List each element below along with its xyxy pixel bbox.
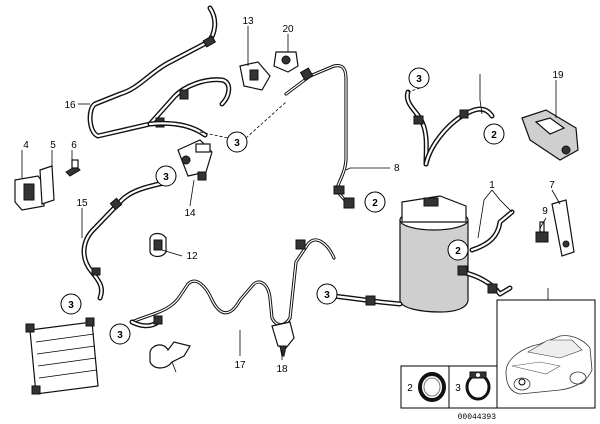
callout-c9: 2 (447, 239, 469, 261)
part-label-4: 4 (23, 140, 29, 151)
diagram-id: 00044393 (458, 413, 497, 422)
callout-number: 2 (491, 130, 497, 141)
hose-assembly-14 (87, 5, 232, 139)
bracket-4 (14, 175, 45, 211)
callout-number: 3 (234, 138, 240, 149)
callout-c8: 2 (483, 123, 505, 145)
vehicle-thumbnail (496, 288, 596, 409)
valve-12 (177, 139, 213, 181)
part-label-9: 9 (542, 206, 548, 217)
pipe-15 (129, 238, 403, 329)
callout-c7: 2 (364, 191, 386, 213)
part-label-6: 6 (71, 140, 77, 151)
part-label-15: 17 (234, 360, 246, 371)
callout-number: 2 (455, 246, 461, 257)
part-label-11: 13 (242, 16, 254, 27)
legend-item-3-number: 3 (455, 383, 461, 394)
hose-20 (404, 89, 495, 167)
part-label-18: 20 (282, 24, 294, 35)
callout-number: 3 (324, 290, 330, 301)
part-label-17: 19 (552, 70, 564, 81)
oil-cooler (25, 317, 99, 395)
callout-number: 2 (372, 198, 378, 209)
callout-c2: 3 (155, 165, 177, 187)
nut-18 (273, 51, 299, 73)
leader-lines (21, 26, 561, 373)
clip-5 (39, 165, 55, 205)
callout-c6: 3 (316, 283, 338, 305)
clamp-10 (149, 232, 167, 258)
o-ring-icon (418, 372, 446, 402)
part-label-8: 8 (394, 163, 400, 174)
dashed-ref-2 (245, 101, 287, 139)
dashed-ref-3 (407, 87, 421, 93)
part-label-5: 5 (50, 140, 56, 151)
hose-13 (81, 179, 171, 301)
part-label-10: 12 (186, 251, 198, 262)
part-label-14: 16 (64, 100, 76, 111)
bracket-7 (551, 199, 575, 257)
part-label-13: 15 (76, 198, 88, 209)
callout-c4: 3 (60, 293, 82, 315)
pump-17 (521, 109, 579, 161)
bolt-9 (535, 221, 549, 243)
bracket-11 (239, 61, 271, 91)
bracket-19 (149, 341, 191, 369)
clip-16 (271, 321, 295, 357)
legend-item-2-number: 2 (407, 383, 413, 394)
callout-c1: 3 (226, 131, 248, 153)
car-icon (505, 335, 593, 395)
callout-number: 3 (68, 300, 74, 311)
pipe-8 (284, 64, 355, 209)
legend-box: 2 3 (400, 365, 498, 409)
part-label-1: 1 (489, 180, 495, 191)
part-label-7: 7 (549, 180, 555, 191)
callout-number: 3 (117, 330, 123, 341)
reservoir-1 (399, 195, 515, 313)
part-label-16: 18 (276, 364, 288, 375)
part-label-12-visible: 14 (184, 208, 196, 219)
callout-number: 3 (416, 74, 422, 85)
hose-clamp-icon (465, 371, 491, 401)
callout-c5: 3 (109, 323, 131, 345)
callout-number: 3 (163, 172, 169, 183)
callout-c3: 3 (408, 67, 430, 89)
screw-6 (65, 159, 81, 177)
